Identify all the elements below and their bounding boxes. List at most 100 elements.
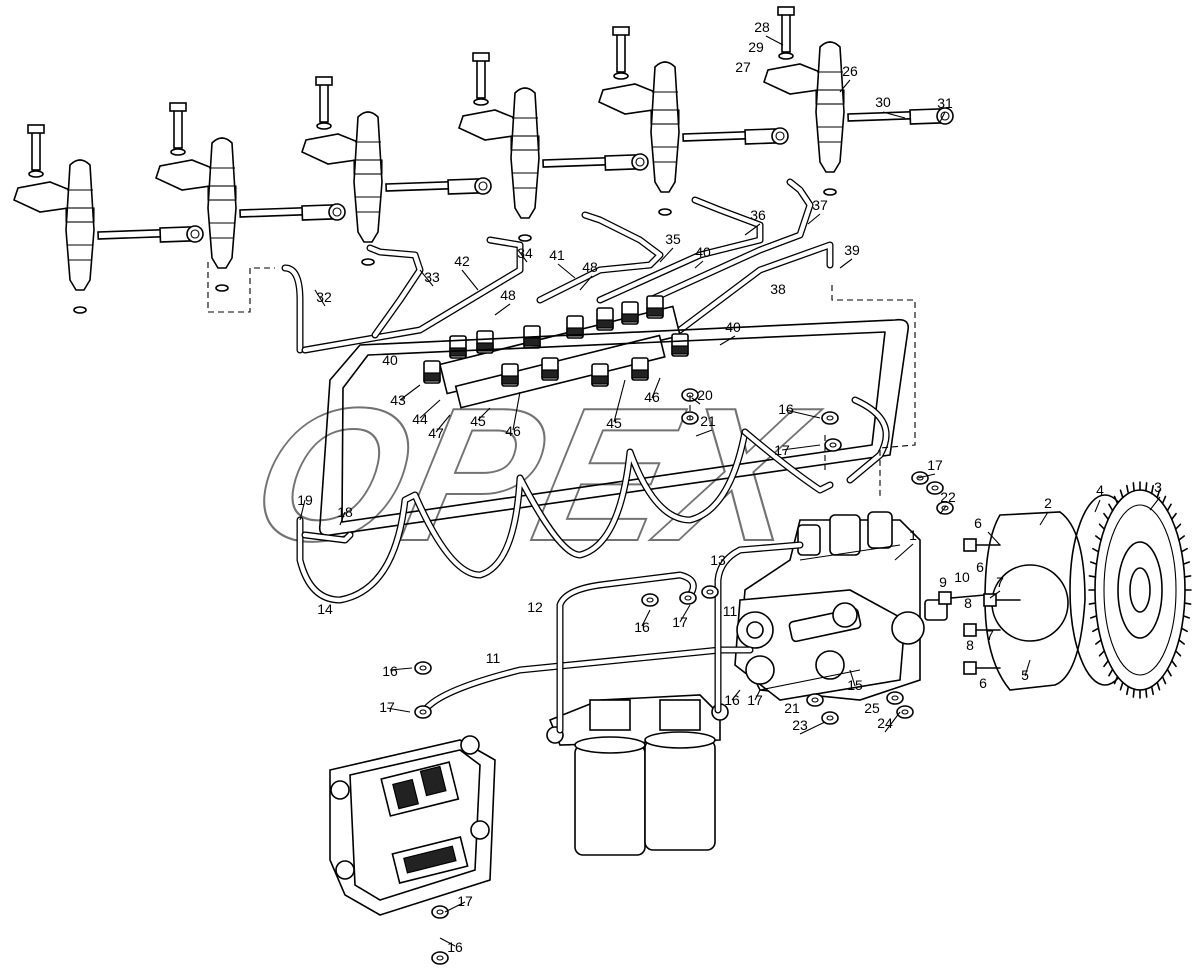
gear-tooth xyxy=(1180,547,1188,553)
gear-tooth xyxy=(1132,688,1135,698)
callout-label-33: 33 xyxy=(424,269,440,285)
flange-bolt xyxy=(963,538,1001,552)
callout-label-16: 16 xyxy=(634,619,650,635)
callout-label-6: 6 xyxy=(976,559,984,575)
flange-bolt xyxy=(938,591,986,605)
gear-tooth xyxy=(1182,615,1191,619)
callout-label-31: 31 xyxy=(937,95,953,111)
leader-line xyxy=(1039,511,1049,526)
injector xyxy=(458,52,649,242)
leader-line xyxy=(477,407,491,421)
gear-tooth xyxy=(1126,685,1130,696)
callout-label-13: 13 xyxy=(710,552,726,568)
leader-line xyxy=(435,414,451,433)
leader-line xyxy=(884,711,901,733)
leader-line xyxy=(882,111,906,119)
callout-label-47: 47 xyxy=(428,425,444,441)
gear-tooth xyxy=(1103,659,1109,668)
gear-tooth xyxy=(1182,561,1191,565)
leader-lines xyxy=(299,35,1161,947)
gear-tooth xyxy=(1180,627,1188,633)
gear-tooth xyxy=(1113,495,1119,505)
leader-line xyxy=(1094,499,1101,513)
callout-label-46: 46 xyxy=(644,389,660,405)
gear-tooth xyxy=(1178,639,1185,645)
leader-line xyxy=(386,707,411,713)
leader-line xyxy=(785,409,821,419)
callout-label-37: 37 xyxy=(812,197,828,213)
gear-tooth xyxy=(1183,575,1192,578)
leader-line xyxy=(399,384,421,401)
leader-line xyxy=(1024,659,1031,677)
rail-fitting xyxy=(501,363,519,387)
rail-fitting xyxy=(631,357,649,381)
callout-label-40: 40 xyxy=(382,352,398,368)
rail-fitting xyxy=(591,363,609,387)
pump-drive-gear-assembly xyxy=(938,481,1192,699)
leader-line xyxy=(641,609,651,627)
banjo-fitting xyxy=(414,661,432,675)
callout-label-1: 1 xyxy=(909,527,917,543)
leader-line xyxy=(799,721,826,735)
leader-line xyxy=(557,263,576,279)
callout-label-34: 34 xyxy=(517,245,533,261)
callout-label-28: 28 xyxy=(754,19,770,35)
ecu-module xyxy=(329,735,496,916)
callout-label-48: 48 xyxy=(500,287,516,303)
callout-label-9: 9 xyxy=(939,574,947,590)
gear-tooth xyxy=(1126,484,1130,495)
gear-tooth xyxy=(1166,668,1172,677)
banjo-fitting xyxy=(821,411,839,425)
leader-line xyxy=(765,35,784,46)
callout-label-16: 16 xyxy=(724,692,740,708)
injector xyxy=(763,6,954,196)
leader-line xyxy=(339,511,346,526)
callout-label-14: 14 xyxy=(317,601,333,617)
gear-tooth xyxy=(1161,675,1167,685)
callout-label-2: 2 xyxy=(1044,495,1052,511)
callout-label-11: 11 xyxy=(486,650,501,666)
leader-line xyxy=(894,543,914,561)
fuel-filter-assembly xyxy=(546,694,729,856)
callout-label-40: 40 xyxy=(725,319,741,335)
rail-fitting xyxy=(541,357,559,381)
callout-label-17: 17 xyxy=(774,442,790,458)
callout-label-42: 42 xyxy=(454,253,470,269)
callout-label-8: 8 xyxy=(964,595,972,611)
banjo-fitting xyxy=(821,711,839,725)
leader-line xyxy=(679,604,691,623)
leader-line xyxy=(839,79,851,93)
low-pressure-pipes xyxy=(421,541,804,734)
callout-label-45: 45 xyxy=(606,415,622,431)
callout-label-24: 24 xyxy=(877,715,893,731)
leader-line xyxy=(694,260,704,269)
rail-fitting xyxy=(566,315,584,339)
rail-fitting xyxy=(449,335,467,359)
fuel-rail-assembly xyxy=(281,178,910,604)
callout-label-27: 27 xyxy=(735,59,751,75)
banjo-fitting xyxy=(806,693,824,707)
leader-line xyxy=(613,379,626,423)
gear-tooth xyxy=(1145,482,1148,492)
leader-line xyxy=(659,247,674,263)
leader-line xyxy=(517,249,528,263)
leader-line xyxy=(419,269,434,287)
rail-fitting xyxy=(476,330,494,354)
banjo-fitting xyxy=(641,593,659,607)
callout-label-36: 36 xyxy=(750,207,766,223)
leader-line xyxy=(389,667,413,671)
callout-label-20: 20 xyxy=(697,387,713,403)
gear-tooth xyxy=(1089,615,1098,619)
callout-label-16: 16 xyxy=(778,401,794,417)
callout-label-6: 6 xyxy=(979,675,987,691)
leader-line xyxy=(731,689,741,701)
gear-tooth xyxy=(1156,681,1161,691)
leader-line xyxy=(419,399,441,419)
leader-line xyxy=(744,223,761,236)
banjo-fitting xyxy=(824,438,842,452)
leader-line xyxy=(579,275,593,291)
callout-label-8: 8 xyxy=(966,637,974,653)
injector-row xyxy=(13,6,954,314)
